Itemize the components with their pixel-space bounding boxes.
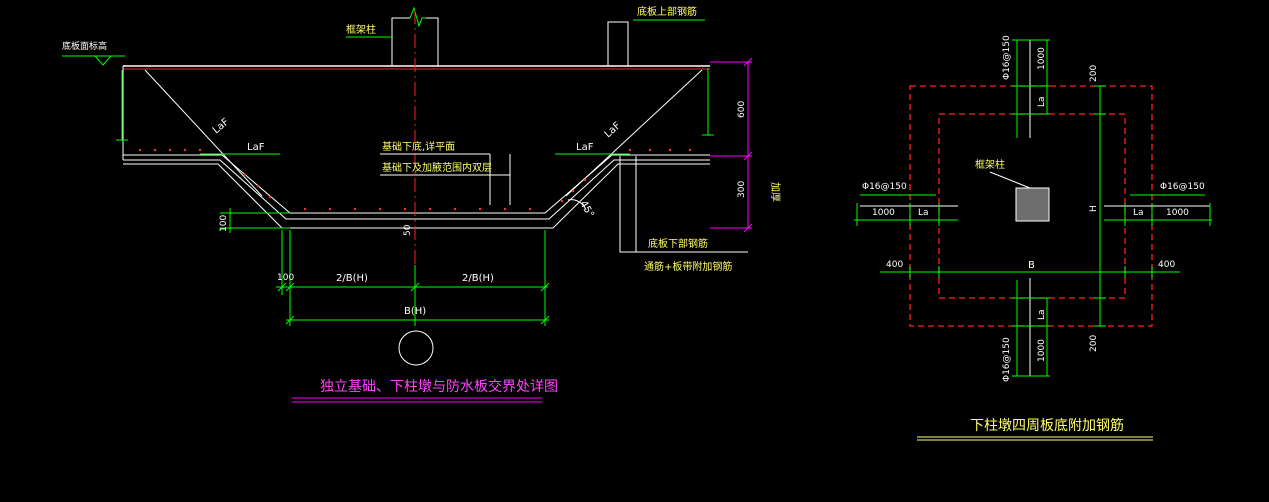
right-vertical-dimensions <box>702 57 753 233</box>
bottom-dimensions <box>1012 280 1050 377</box>
la-bottom: La <box>1037 309 1047 320</box>
foundation-outer-outline <box>123 163 710 229</box>
b-dimension <box>880 266 1180 278</box>
axis-circle-icon <box>398 330 434 366</box>
la-top: La <box>1037 96 1047 107</box>
top-dimensions <box>1012 39 1050 138</box>
section-break-icon <box>409 6 426 28</box>
rebar-bottom: Φ16@150 <box>1002 337 1012 382</box>
frame-column-block <box>1015 187 1050 222</box>
frame-column-label: 框架柱 <box>346 23 376 36</box>
additional-rebars <box>860 40 1210 376</box>
foundation-section-detail: 底板面标高 框架柱 底板上部钢筋 <box>62 5 781 403</box>
top-rebar-label: 底板上部钢筋 <box>637 5 697 18</box>
right-horizontal-dimensions <box>1104 194 1212 226</box>
dim-100-vertical-lines <box>220 208 290 233</box>
dim-100-vertical: 100 <box>219 215 229 232</box>
rebar-left: Φ16@150 <box>862 182 907 192</box>
dim-1000-bottom: 1000 <box>1037 339 1047 362</box>
left-horizontal-dimensions <box>854 194 958 226</box>
foundation-inner-outline <box>123 154 710 214</box>
dim-300: 300 <box>737 181 747 198</box>
dim-1000-left: 1000 <box>872 208 895 218</box>
b-label: B <box>1028 260 1035 271</box>
dim-total: B(H) <box>404 306 426 317</box>
dim-1000-right: 1000 <box>1166 208 1189 218</box>
h-label: H <box>1089 205 1099 212</box>
dim-400-right: 400 <box>1158 260 1175 270</box>
rebar-right: Φ16@150 <box>1160 182 1205 192</box>
bottom-rebar-label: 底板下部钢筋 <box>648 237 708 250</box>
laf-diagonal-right-label: LaF <box>603 120 624 140</box>
diagonal-rebar-left <box>144 69 263 197</box>
note-line-2: 基础下及加腋范围内双层 <box>382 161 492 174</box>
dim-half-left: 2/B(H) <box>336 273 368 284</box>
la-right: La <box>1133 208 1144 218</box>
ground-level-triangle-icon <box>62 55 125 66</box>
left-thickness-dimension <box>116 70 128 141</box>
bottom-rebar-note: 通筋+板带附加钢筋 <box>644 260 732 273</box>
dim-600: 600 <box>737 101 747 118</box>
right-vertical-dimension <box>1094 85 1106 327</box>
column-stub <box>391 17 629 66</box>
column-leader <box>989 171 1031 189</box>
rebar-dots <box>138 148 692 211</box>
left-detail-title: 独立基础、下柱墩与防水板交界处详图 <box>320 378 558 395</box>
dim-100-horizontal: 100 <box>277 273 294 283</box>
angle-label: 45° <box>577 199 595 220</box>
frame-column-label: 框架柱 <box>975 158 1005 171</box>
angle-arc <box>567 199 587 211</box>
dim-200-top: 200 <box>1089 65 1099 82</box>
laf-diagonal-left-label: LaF <box>211 116 232 136</box>
rebar-top: Φ16@150 <box>1002 35 1012 80</box>
ground-level-label: 底板面标高 <box>62 40 107 52</box>
dim-1000-top: 1000 <box>1037 47 1047 70</box>
horizontal-dimension-lines <box>276 230 550 326</box>
la-left: La <box>918 208 929 218</box>
dim-400-left: 400 <box>886 260 903 270</box>
diagonal-rebar-right <box>565 69 703 197</box>
dim-200-bottom: 200 <box>1089 335 1099 352</box>
thickness-label: 加厚 <box>769 182 781 202</box>
bottom-rebar-leader <box>619 156 748 253</box>
right-detail-title: 下柱墩四周板底附加钢筋 <box>970 417 1124 434</box>
dim-50: 50 <box>403 224 413 236</box>
note-line-1: 基础下底,详平面 <box>382 140 455 153</box>
dim-half-right: 2/B(H) <box>462 273 494 284</box>
laf-left-label: LaF <box>247 142 265 153</box>
column-pier-plan-detail: 框架柱 1000 La Φ16@150 200 H 200 <box>854 35 1212 441</box>
foundation-rebar-outline <box>123 159 710 220</box>
laf-right-label: LaF <box>576 142 594 153</box>
